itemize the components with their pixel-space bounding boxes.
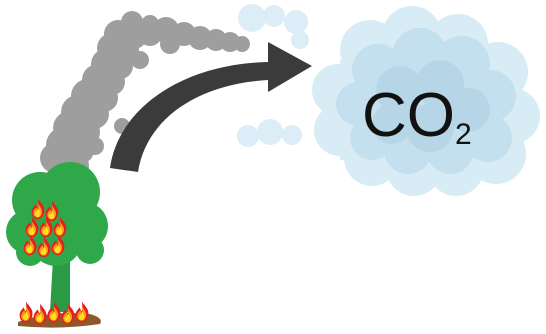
fire-icon	[34, 304, 47, 325]
co2-subscript: 2	[455, 118, 472, 151]
fire-icon	[76, 302, 89, 323]
co2-molecule-label: CO	[362, 81, 455, 150]
burning-tree	[6, 162, 108, 312]
small-cloud-puffs-middle	[237, 119, 302, 147]
co2-cloud: CO2	[312, 6, 540, 196]
fire-icon	[20, 302, 33, 323]
